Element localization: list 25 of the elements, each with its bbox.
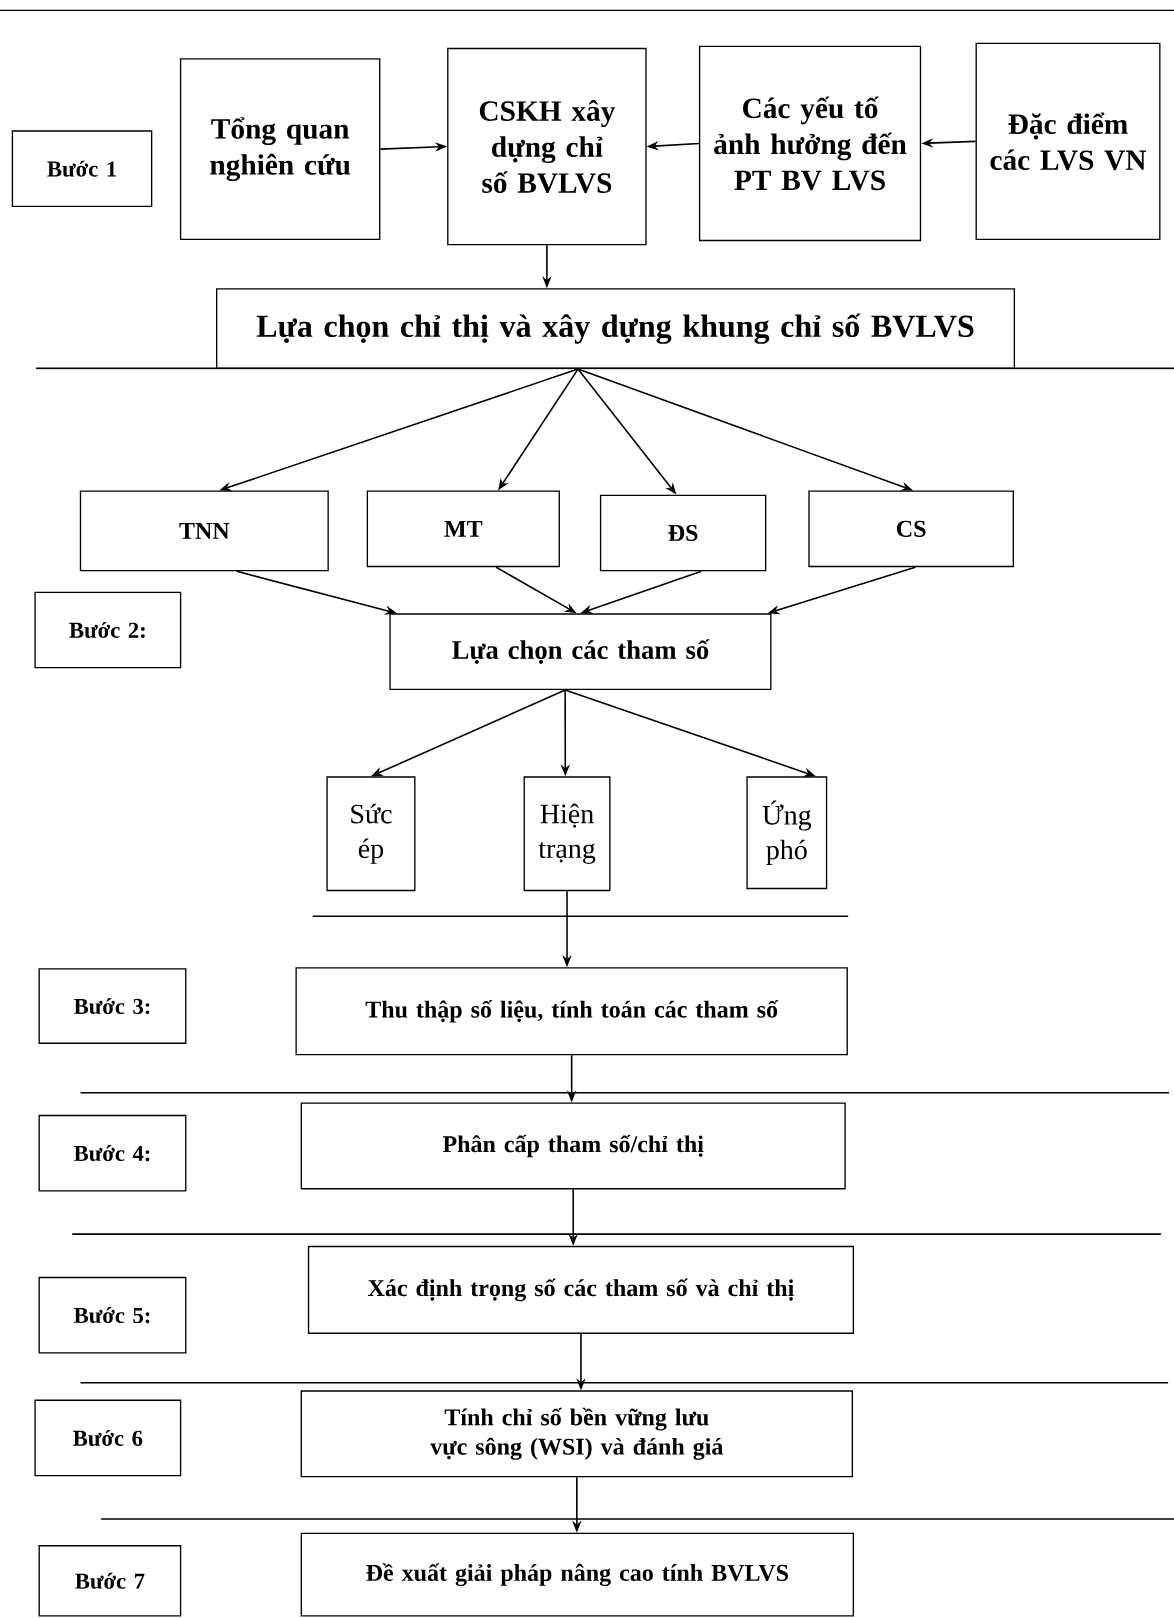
process-box: Các yếu tố ảnh hưởng đến PT BV LVS	[698, 45, 921, 242]
process-box: Tổng quan nghiên cứu	[179, 58, 381, 241]
process-box: Sức ép	[326, 776, 416, 892]
process-box: Lựa chọn các tham số	[389, 613, 772, 690]
process-box: Xác định trọng số các tham số và chỉ thị	[307, 1245, 854, 1334]
process-box: CSKH xây dựng chỉ số BVLVS	[447, 47, 647, 246]
process-box: Thu thập số liệu, tính toán các tham số	[295, 967, 848, 1056]
step-label-box: Bước 7	[38, 1545, 182, 1617]
process-box: MT	[366, 490, 560, 568]
process-box: TNN	[79, 490, 329, 572]
step-label-box: Bước 1	[11, 130, 153, 208]
process-box: ĐS	[599, 494, 767, 572]
process-box: Lựa chọn chỉ thị và xây dựng khung chỉ số BVLVS	[215, 288, 1015, 370]
step-label-box: Bước 4:	[38, 1114, 187, 1192]
process-box: CS	[808, 490, 1014, 568]
step-label-box: Bước 6	[34, 1399, 182, 1477]
process-box: Hiện trạng	[523, 776, 611, 892]
process-box: Ứng phó	[746, 776, 828, 890]
step-label-box: Bước 3:	[38, 968, 187, 1044]
step-label-box: Bước 2:	[34, 591, 182, 669]
process-box: Tính chỉ số bền vững lưu vực sông (WSI) và đánh giá	[300, 1390, 853, 1478]
process-box: Phân cấp tham số/chỉ thị	[300, 1102, 846, 1190]
process-box: Đề xuất giải pháp nâng cao tính BVLVS	[300, 1532, 854, 1617]
process-box: Đặc điểm các LVS VN	[975, 42, 1161, 241]
step-label-box: Bước 5:	[38, 1276, 187, 1354]
